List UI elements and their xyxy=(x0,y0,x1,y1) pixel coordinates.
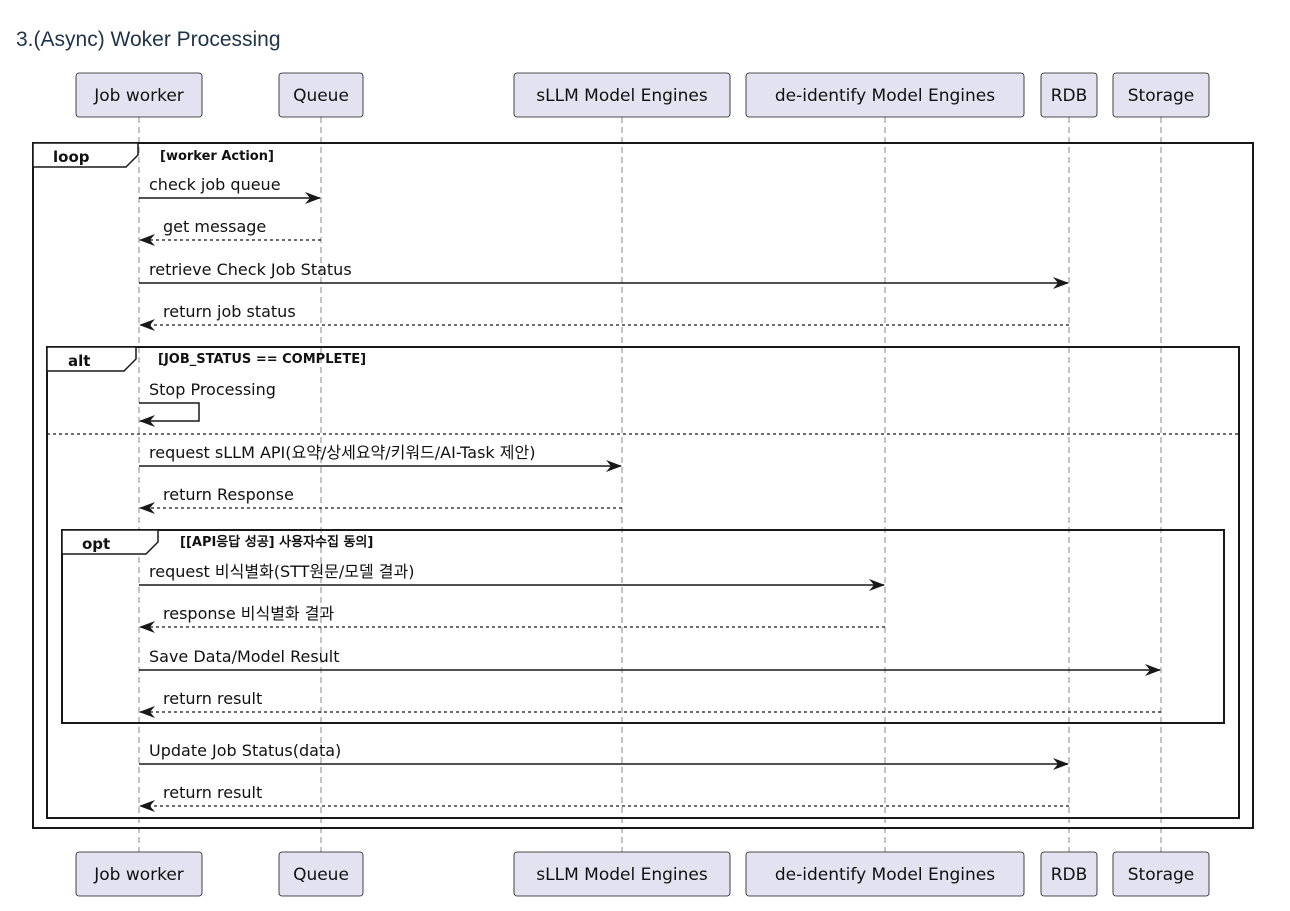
participant-label: de-identify Model Engines xyxy=(775,865,995,885)
participant-label: Storage xyxy=(1128,86,1195,106)
page-title: 3.(Async) Woker Processing xyxy=(16,28,281,51)
participant-sllm-bottom: sLLM Model Engines xyxy=(513,851,731,897)
loop-frame: loop [worker Action] xyxy=(32,142,1254,829)
participant-queue-top: Queue xyxy=(278,72,364,118)
message-7: return Response xyxy=(139,485,622,514)
loop-guard: [worker Action] xyxy=(160,149,274,164)
message-label: retrieve Check Job Status xyxy=(149,260,352,279)
participant-box xyxy=(1112,72,1210,118)
alt-guard: [JOB_STATUS == COMPLETE] xyxy=(158,352,366,367)
messages: check job queue get message retrieve Check… xyxy=(139,175,1161,812)
opt-guard: [[API응답 성공] 사용자수집 동의] xyxy=(180,534,373,550)
participant-label: Job worker xyxy=(93,86,184,106)
participant-job_worker-top: Job worker xyxy=(75,72,203,118)
message-label: get message xyxy=(163,217,266,236)
message-9: response 비식별화 결과 xyxy=(139,604,885,633)
participant-label: Queue xyxy=(293,865,349,885)
participant-box xyxy=(1040,851,1098,897)
participant-label: Job worker xyxy=(93,865,184,885)
message-label: return job status xyxy=(163,302,296,321)
participant-deid-bottom: de-identify Model Engines xyxy=(745,851,1025,897)
participant-label: de-identify Model Engines xyxy=(775,86,995,106)
participant-box xyxy=(745,851,1025,897)
participant-label: sLLM Model Engines xyxy=(536,865,708,885)
message-3: retrieve Check Job Status xyxy=(139,260,1069,289)
participant-deid-top: de-identify Model Engines xyxy=(745,72,1025,118)
message-5: Stop Processing xyxy=(139,380,276,427)
participant-box xyxy=(1112,851,1210,897)
loop-frame-label: loop xyxy=(53,148,90,166)
participant-job_worker-bottom: Job worker xyxy=(75,851,203,897)
message-label: check job queue xyxy=(149,175,281,194)
participant-storage-top: Storage xyxy=(1112,72,1210,118)
participant-box xyxy=(75,72,203,118)
message-11: return result xyxy=(139,689,1161,718)
participant-label: RDB xyxy=(1051,865,1088,885)
participant-box xyxy=(1040,72,1098,118)
message-1: check job queue xyxy=(139,175,321,204)
alt-frame: alt [JOB_STATUS == COMPLETE] xyxy=(46,346,1240,819)
participant-box xyxy=(745,72,1025,118)
participant-box xyxy=(513,72,731,118)
participant-box xyxy=(513,851,731,897)
message-4: return job status xyxy=(139,302,1069,331)
participant-rdb-top: RDB xyxy=(1040,72,1098,118)
message-2: get message xyxy=(139,217,321,246)
opt-frame-label: opt xyxy=(82,535,110,553)
message-label: return result xyxy=(163,689,262,708)
message-10: Save Data/Model Result xyxy=(139,647,1161,676)
participant-label: RDB xyxy=(1051,86,1088,106)
message-label: response 비식별화 결과 xyxy=(163,604,334,623)
self-message-arrow xyxy=(139,402,200,427)
message-13: return result xyxy=(139,783,1069,812)
participant-storage-bottom: Storage xyxy=(1112,851,1210,897)
participant-rdb-bottom: RDB xyxy=(1040,851,1098,897)
participant-box xyxy=(278,72,364,118)
message-label: Save Data/Model Result xyxy=(149,647,340,666)
participant-box xyxy=(75,851,203,897)
participant-label: Queue xyxy=(293,86,349,106)
participant-queue-bottom: Queue xyxy=(278,851,364,897)
participant-label: Storage xyxy=(1128,865,1195,885)
message-label: Update Job Status(data) xyxy=(149,741,341,760)
message-label: Stop Processing xyxy=(149,380,276,399)
participant-sllm-top: sLLM Model Engines xyxy=(513,72,731,118)
opt-frame: opt [[API응답 성공] 사용자수집 동의] xyxy=(61,529,1225,724)
message-label: request 비식별화(STT원문/모델 결과) xyxy=(149,562,415,581)
participant-box xyxy=(278,851,364,897)
message-8: request 비식별화(STT원문/모델 결과) xyxy=(139,562,885,591)
alt-frame-label: alt xyxy=(68,352,90,370)
message-label: return Response xyxy=(163,485,294,504)
participant-label: sLLM Model Engines xyxy=(536,86,708,106)
message-label: request sLLM API(요약/상세요약/키워드/AI-Task 제안) xyxy=(149,443,535,462)
message-6: request sLLM API(요약/상세요약/키워드/AI-Task 제안) xyxy=(139,443,622,472)
message-label: return result xyxy=(163,783,262,802)
message-12: Update Job Status(data) xyxy=(139,741,1069,770)
